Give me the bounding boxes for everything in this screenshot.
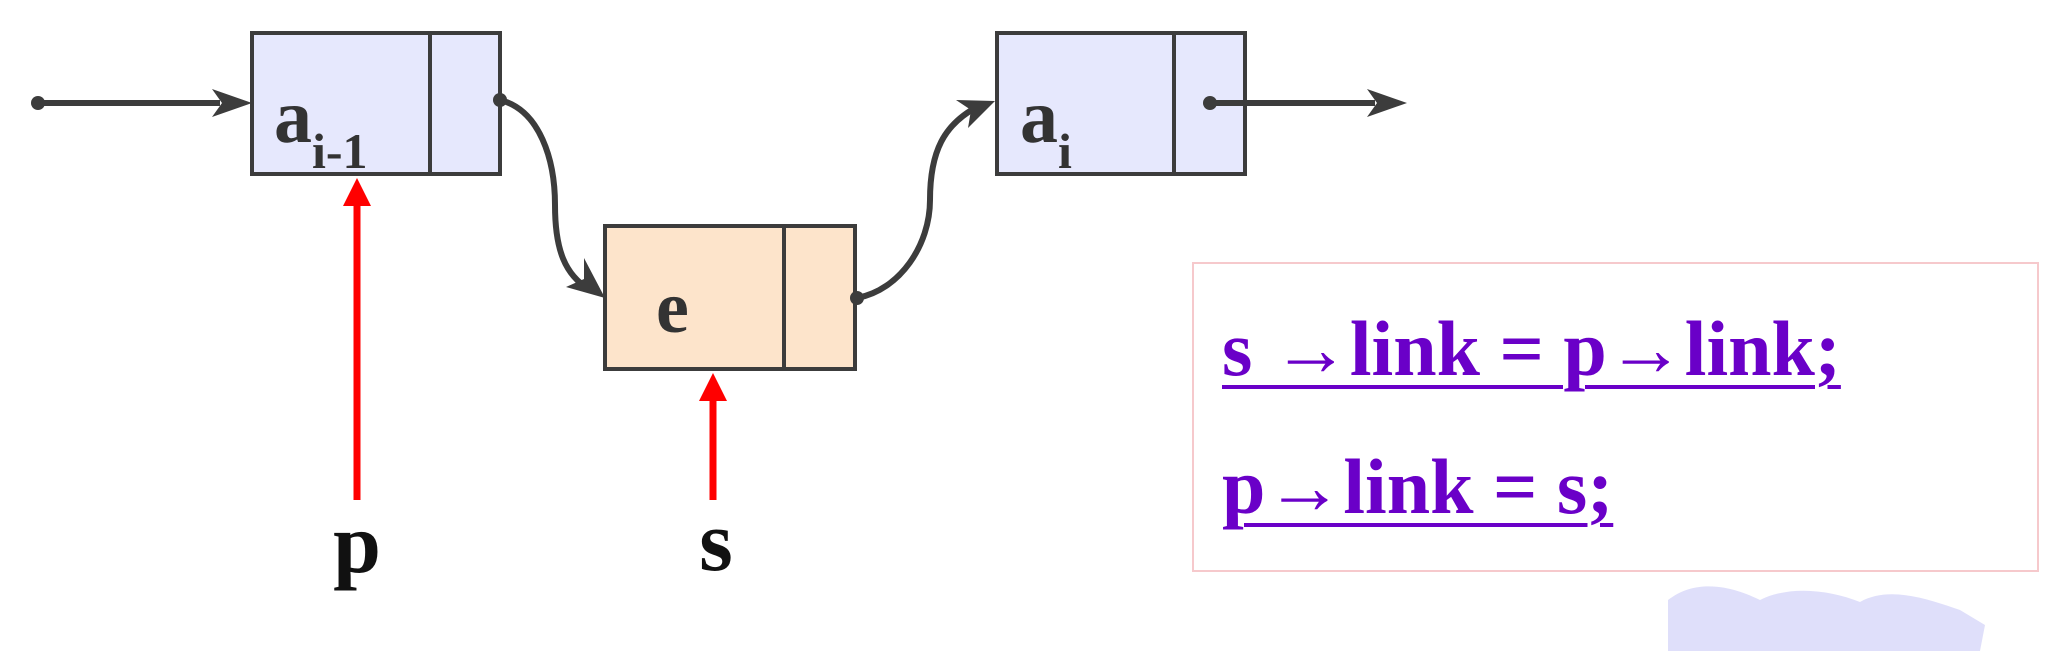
node-prev: ai-1	[250, 31, 502, 179]
node-new: e	[603, 224, 857, 371]
code-box: s →link = p→link; p→link = s;	[1192, 262, 2039, 572]
cloud-decoration	[1668, 586, 1985, 651]
outgoing-link-arrow	[1203, 89, 1407, 117]
pointer-s-label: s	[699, 493, 732, 589]
code-line-1: s →link = p→link;	[1222, 305, 1841, 392]
link-new-to-next	[850, 100, 995, 305]
incoming-link-arrow	[31, 89, 252, 117]
pointer-s-arrow	[699, 373, 727, 500]
pointer-p-arrow	[343, 178, 371, 500]
node-next-subscript: i	[1058, 123, 1072, 179]
pointer-p-label: p	[333, 495, 381, 591]
node-prev-data: a	[274, 75, 312, 159]
node-prev-subscript: i-1	[312, 123, 368, 179]
svg-text:ai-1: ai-1	[274, 75, 368, 179]
node-new-data: e	[656, 267, 689, 349]
svg-text:ai: ai	[1020, 75, 1072, 179]
node-next-data: a	[1020, 75, 1058, 159]
code-line-2: p→link = s;	[1222, 443, 1614, 530]
link-prev-to-new	[493, 93, 605, 298]
